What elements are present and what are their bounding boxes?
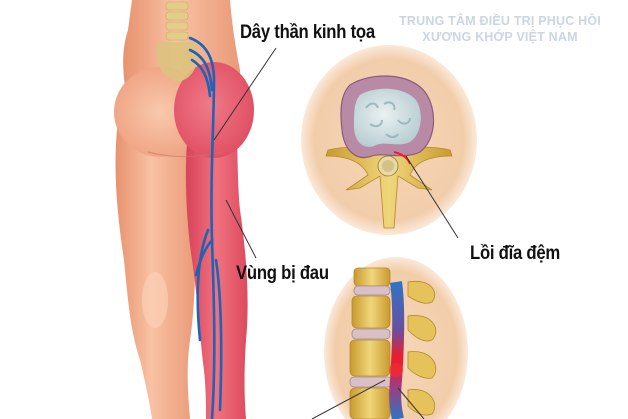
left-leg: [115, 120, 196, 419]
label-herniated-disc: Lồi đĩa đệm: [470, 243, 561, 264]
spine-pointer-right: [397, 387, 425, 419]
left-calf-highlight: [142, 272, 168, 328]
watermark: TRUNG TÂM ĐIỀU TRỊ PHỤC HỒI XƯƠNG KHỚP V…: [376, 13, 624, 45]
sacrum: [156, 42, 198, 82]
spine-side-view-illustration: [324, 257, 468, 419]
spine-pointer-left: [311, 379, 386, 419]
lumbar-vertebrae: [165, 1, 189, 41]
vertebra-top-view-illustration: [301, 45, 477, 235]
label-sciatic-nerve: Dây thần kinh tọa: [240, 22, 375, 43]
label-pain-area: Vùng bị đau: [236, 263, 329, 284]
right-leg-pain: [185, 70, 248, 419]
sciatic-nerve-pointer: [213, 47, 277, 141]
herniated-disc-pointer: [405, 155, 459, 239]
pain-area-pointer: [225, 199, 257, 259]
watermark-line-2: XƯƠNG KHỚP VIỆT NAM: [422, 30, 578, 44]
watermark-line-1: TRUNG TÂM ĐIỀU TRỊ PHỤC HỒI: [399, 14, 601, 28]
sciatic-nerve: [188, 36, 223, 419]
